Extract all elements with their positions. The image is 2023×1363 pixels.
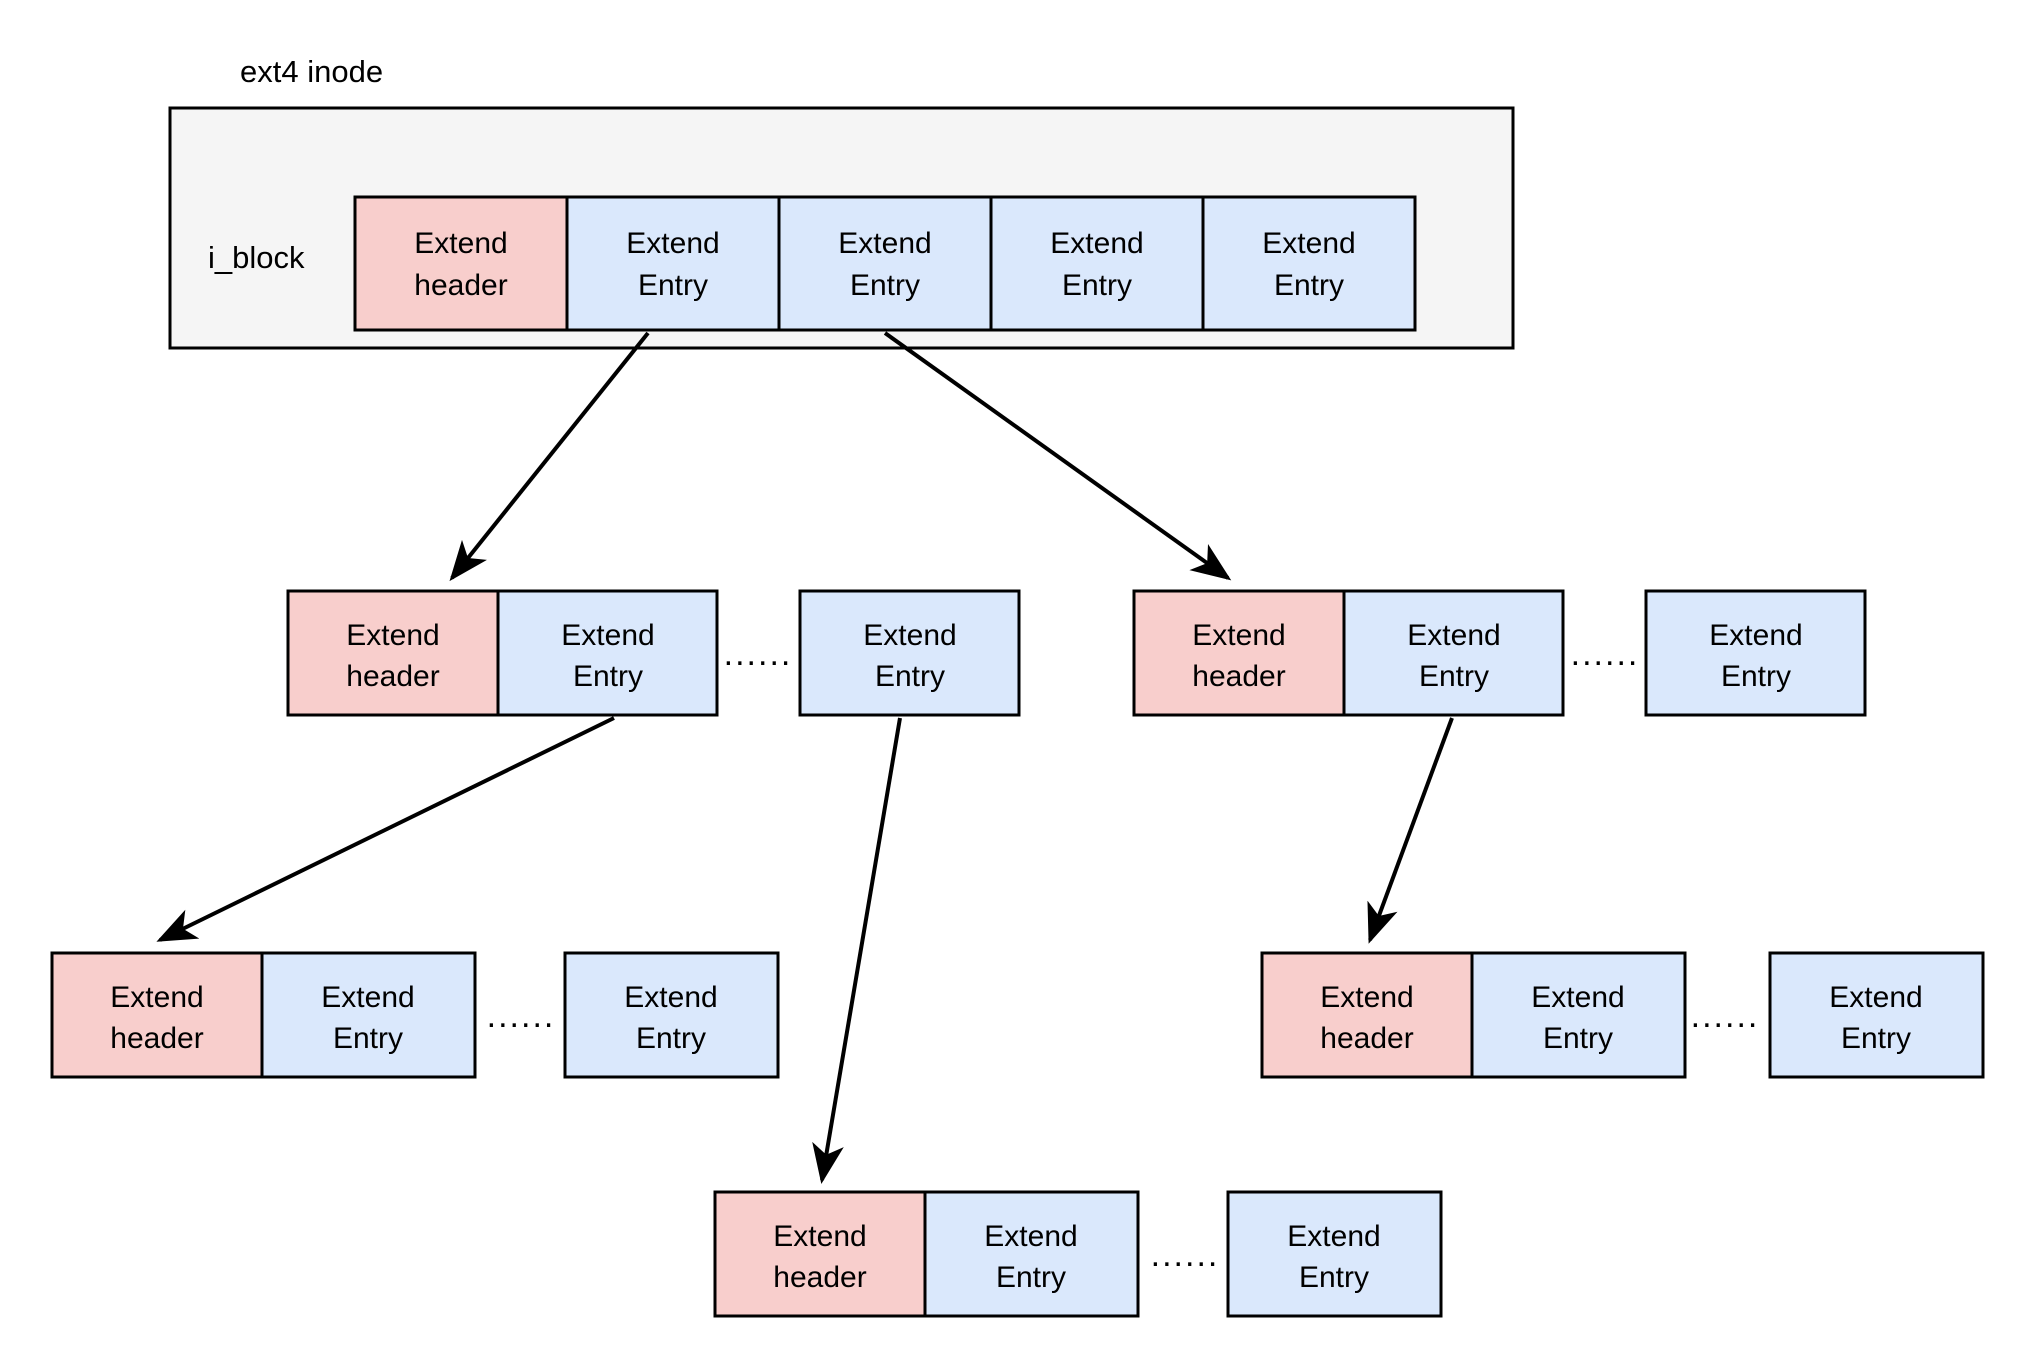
cell-line2: Entry: [1062, 269, 1132, 302]
cell-line2: Entry: [333, 1022, 403, 1055]
l2-right-extend-header[interactable]: Extend header: [1132, 589, 1346, 717]
cell-line2: header: [1192, 660, 1285, 693]
cell-line2: Entry: [1841, 1022, 1911, 1055]
cell-line1: Extend: [1287, 1220, 1380, 1253]
l2-left-tail-extend-entry[interactable]: Extend Entry: [798, 589, 1021, 717]
arrow-inode-entry1-to-l2-left: [449, 331, 650, 582]
l3-right-extend-entry[interactable]: Extend Entry: [1470, 951, 1687, 1079]
l3-right-ellipsis: ......: [1691, 997, 1760, 1035]
l4-extend-header[interactable]: Extend header: [713, 1190, 927, 1318]
cell-line1: Extend: [346, 619, 439, 652]
cell-line2: Entry: [638, 269, 708, 302]
l3-left-ellipsis: ......: [487, 997, 556, 1035]
cell-line1: Extend: [626, 227, 719, 260]
arrow-l2-right-entry-to-l3-right: [1367, 717, 1454, 944]
cell-line1: Extend: [414, 227, 507, 260]
inode-cell-extend-entry-4[interactable]: Extend Entry: [1201, 195, 1417, 332]
cell-line1: Extend: [773, 1220, 866, 1253]
l2-left-extend-entry[interactable]: Extend Entry: [496, 589, 719, 717]
inode-cell-extend-header[interactable]: Extend header: [353, 195, 569, 332]
l4-tail-extend-entry[interactable]: Extend Entry: [1226, 1190, 1443, 1318]
l3-right-extend-header[interactable]: Extend header: [1260, 951, 1474, 1079]
cell-line2: Entry: [573, 660, 643, 693]
cell-line2: Entry: [850, 269, 920, 302]
level2-left-group: Extend header Extend Entry ...... Extend…: [286, 589, 1021, 717]
cell-line2: header: [110, 1022, 203, 1055]
cell-line1: Extend: [984, 1220, 1077, 1253]
inode-cell-row: Extend header Extend Entry Extend Entry …: [353, 195, 1417, 332]
cell-line1: Extend: [1709, 619, 1802, 652]
arrow-group: [156, 331, 1454, 1184]
cell-line2: Entry: [1721, 660, 1791, 693]
cell-line2: Entry: [1543, 1022, 1613, 1055]
i-block-label: i_block: [208, 240, 305, 275]
cell-line1: Extend: [1829, 981, 1922, 1014]
cell-line2: Entry: [1419, 660, 1489, 693]
l2-right-extend-entry[interactable]: Extend Entry: [1342, 589, 1565, 717]
level4-center-group: Extend header Extend Entry ...... Extend…: [713, 1190, 1443, 1318]
cell-line1: Extend: [838, 227, 931, 260]
cell-line2: header: [773, 1261, 866, 1294]
cell-line1: Extend: [110, 981, 203, 1014]
l2-right-tail-extend-entry[interactable]: Extend Entry: [1644, 589, 1867, 717]
cell-line1: Extend: [561, 619, 654, 652]
l2-right-ellipsis: ......: [1571, 635, 1640, 673]
arrow-inode-entry2-to-l2-right: [883, 331, 1232, 581]
cell-line1: Extend: [321, 981, 414, 1014]
arrow-l2-left-entry-to-l3-left: [156, 716, 615, 942]
cell-line2: Entry: [1274, 269, 1344, 302]
diagram-title: ext4 inode: [240, 54, 383, 89]
cell-line2: Entry: [636, 1022, 706, 1055]
l3-left-extend-header[interactable]: Extend header: [50, 951, 264, 1079]
l3-right-tail-extend-entry[interactable]: Extend Entry: [1768, 951, 1985, 1079]
arrow-l2-left-tail-to-l4-center: [812, 717, 902, 1184]
inode-cell-extend-entry-3[interactable]: Extend Entry: [989, 195, 1205, 332]
cell-line2: header: [1320, 1022, 1413, 1055]
cell-line2: Entry: [1299, 1261, 1369, 1294]
inode-cell-extend-entry-2[interactable]: Extend Entry: [777, 195, 993, 332]
cell-line1: Extend: [1262, 227, 1355, 260]
level3-left-group: Extend header Extend Entry ...... Extend…: [50, 951, 780, 1079]
cell-line2: Entry: [875, 660, 945, 693]
cell-line1: Extend: [1192, 619, 1285, 652]
level2-right-group: Extend header Extend Entry ...... Extend…: [1132, 589, 1867, 717]
cell-line2: Entry: [996, 1261, 1066, 1294]
l4-ellipsis: ......: [1151, 1236, 1220, 1274]
inode-cell-extend-entry-1[interactable]: Extend Entry: [565, 195, 781, 332]
cell-line2: header: [414, 269, 507, 302]
l2-left-ellipsis: ......: [724, 635, 793, 673]
l2-left-extend-header[interactable]: Extend header: [286, 589, 500, 717]
cell-line1: Extend: [863, 619, 956, 652]
cell-line1: Extend: [1050, 227, 1143, 260]
cell-line1: Extend: [1320, 981, 1413, 1014]
l3-left-extend-entry[interactable]: Extend Entry: [260, 951, 477, 1079]
level3-right-group: Extend header Extend Entry ...... Extend…: [1260, 951, 1985, 1079]
l4-extend-entry[interactable]: Extend Entry: [923, 1190, 1140, 1318]
cell-line2: header: [346, 660, 439, 693]
cell-line1: Extend: [1531, 981, 1624, 1014]
cell-line1: Extend: [624, 981, 717, 1014]
cell-line1: Extend: [1407, 619, 1500, 652]
l3-left-tail-extend-entry[interactable]: Extend Entry: [563, 951, 780, 1079]
